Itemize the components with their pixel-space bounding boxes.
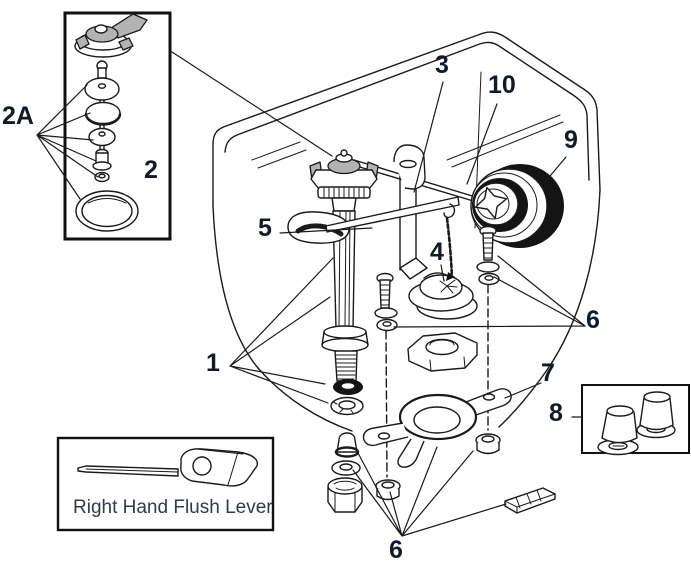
flush-lever-handle [180,448,259,487]
valve-seal-stack [75,60,139,232]
callout-2a: 2A [2,102,34,130]
wing-nut-left [375,479,401,501]
leader-9 [544,156,567,183]
callout-6-bottom: 6 [389,536,403,564]
wing-nut-right [475,433,501,455]
leader-lines [229,81,586,537]
float-arm [287,211,350,244]
callout-7: 7 [541,359,555,387]
callout-9: 9 [564,126,578,154]
tank-front-left-edge [212,205,353,432]
tank-inner-rim-left [251,141,307,169]
tank-bolt-left [374,272,401,501]
tank-outline [212,31,601,432]
rubber-strip [504,487,556,514]
callout-3: 3 [435,51,449,79]
leader-10 [466,103,498,185]
valve-cap-assembly [74,13,148,58]
callout-8: 8 [549,399,563,427]
leader-6-right [393,255,586,328]
hex-nut [327,477,363,513]
flush-valve-gasket-flange [362,388,512,468]
flush-lever-arm [77,465,179,477]
leader-3 [413,81,444,193]
leader-5 [279,227,373,234]
flush-lever-box [56,436,275,532]
flush-valve-seal [470,164,564,248]
shank-washers [330,379,364,416]
callout-5: 5 [258,214,272,242]
callout-2: 2 [144,156,158,184]
tank-bolt-right [475,225,501,455]
chain-hook [443,203,456,219]
callout-10: 10 [488,71,516,99]
callout-6-right: 6 [586,306,600,334]
tank-front-right-edge [498,189,601,428]
coupling-nut-stack [327,432,363,513]
flush-lever-caption: Right Hand Flush Lever [73,497,273,518]
leader-inset-to-valve [171,51,333,157]
inset-detail-box [36,11,172,241]
seal-cross-grip [474,186,508,220]
leader-4 [440,264,445,282]
leader-1 [229,257,334,404]
leader-2a [36,84,99,200]
callout-1: 1 [206,349,220,377]
leader-6-bottom [352,446,507,537]
flush-valve-locknut [407,332,478,372]
flange-bottom-wing [397,438,425,468]
tank-inner-rim-right [446,114,564,168]
callout-4: 4 [430,238,444,266]
flapper-chain [445,216,454,280]
flapper [399,257,478,320]
leader-7 [504,382,542,399]
fill-valve [309,149,379,382]
bolt-washer-kit-box [581,384,690,456]
